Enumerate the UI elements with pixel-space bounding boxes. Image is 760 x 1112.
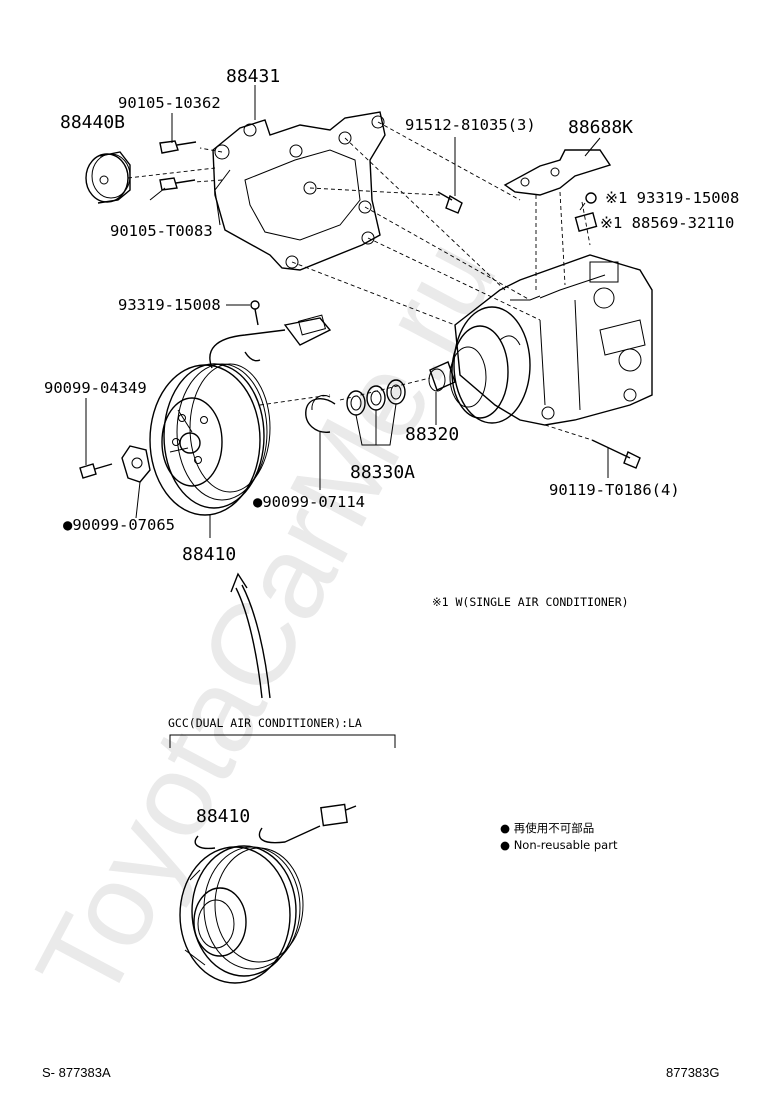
footer-code-left: S- 877383A	[42, 1065, 111, 1080]
label-93319-15008: 93319-15008	[118, 296, 221, 314]
screw-93319-top	[579, 192, 597, 211]
bolt-90105-T0083	[159, 177, 196, 191]
label-90119-t0186: 90119-T0186(4)	[549, 481, 680, 499]
bolt-91512-81035	[437, 191, 463, 214]
label-90099-07065: ●90099-07065	[63, 516, 175, 534]
compressor-bracket	[212, 111, 386, 271]
label-88688k: 88688K	[568, 117, 633, 138]
variant-bracket	[169, 734, 396, 748]
legend-japanese: ● 再使用不可部品	[500, 821, 594, 835]
wire-bracket	[503, 149, 612, 196]
bolt-90105-10362	[159, 140, 197, 154]
label-88410-lower: 88410	[196, 806, 250, 827]
leader-lines	[85, 85, 609, 538]
label-90105-10362: 90105-10362	[118, 94, 221, 112]
watermark: ToyotaCarMe.ru	[11, 219, 522, 1022]
label-90105-t0083: 90105-T0083	[110, 222, 213, 240]
note-single-ac: ※1 W(SINGLE AIR CONDITIONER)	[432, 595, 629, 609]
label-90099-07114: ●90099-07114	[253, 493, 365, 511]
reference-arrow	[230, 572, 271, 699]
label-88440b: 88440B	[60, 112, 125, 133]
bolt-90099-04349	[79, 463, 113, 479]
screw-93319-mid	[250, 300, 260, 326]
legend-english: ● Non-reusable part	[500, 838, 618, 852]
footer-code-right: 877383G	[666, 1065, 720, 1080]
compressor-body	[428, 254, 653, 426]
note-dual-ac: GCC(DUAL AIR CONDITIONER):LA	[168, 716, 362, 730]
label-88410: 88410	[182, 544, 236, 565]
label-88330a: 88330A	[350, 462, 415, 483]
clutch-pulley-lower	[179, 803, 357, 984]
label-91512-81035: 91512-81035(3)	[405, 116, 536, 134]
connector-88569	[574, 212, 598, 232]
clutch-pulley	[149, 363, 271, 516]
idler-pulley	[85, 151, 131, 204]
label-90099-04349: 90099-04349	[44, 379, 147, 397]
label-88569-32110: ※1 88569-32110	[600, 214, 734, 232]
label-88431: 88431	[226, 66, 280, 87]
snap-ring	[305, 395, 336, 433]
bolt-90119-T0186	[591, 439, 641, 469]
clutch-wire	[209, 314, 332, 369]
label-88320: 88320	[405, 424, 459, 445]
label-93319-15008-top: ※1 93319-15008	[605, 189, 739, 207]
gasket-90099-07065	[121, 445, 151, 483]
